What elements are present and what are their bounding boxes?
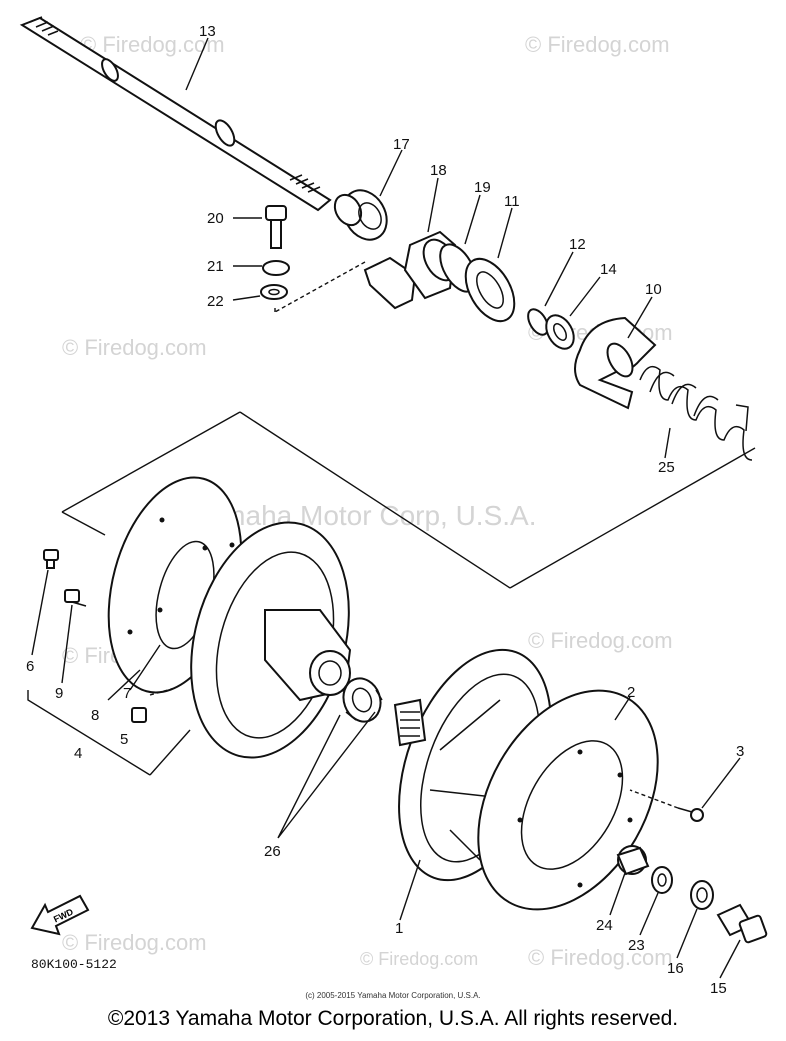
collar-24 bbox=[616, 845, 650, 876]
callout-7: 7 bbox=[123, 685, 131, 702]
watermark: © Firedog.com bbox=[360, 949, 478, 969]
watermark: © Firedog.com bbox=[528, 945, 673, 970]
fwd-arrow-icon: FWD bbox=[30, 894, 90, 936]
watermark: © Firedog.com bbox=[80, 32, 225, 57]
callout-10: 10 bbox=[645, 281, 662, 298]
spring-25 bbox=[639, 365, 753, 461]
callout-8: 8 bbox=[91, 707, 99, 724]
callout-12: 12 bbox=[569, 236, 586, 253]
screw-3 bbox=[677, 807, 704, 822]
callout-3: 3 bbox=[736, 743, 744, 760]
watermark: © Firedog.com bbox=[525, 32, 670, 57]
callout-21: 21 bbox=[207, 258, 224, 275]
washer-23 bbox=[651, 866, 673, 894]
callout-16: 16 bbox=[667, 960, 684, 977]
washer-11 bbox=[464, 257, 516, 323]
washer-22 bbox=[260, 284, 288, 300]
watermark: © Firedog.com bbox=[62, 930, 207, 955]
watermark-yamaha: Yamaha Motor Corp, U.S.A. bbox=[190, 500, 537, 531]
callout-1: 1 bbox=[395, 920, 403, 937]
callout-20: 20 bbox=[207, 210, 224, 227]
watermark: © Firedog.com bbox=[62, 335, 207, 360]
nut-9 bbox=[64, 589, 87, 607]
callout-25: 25 bbox=[658, 459, 675, 476]
plate-2 bbox=[477, 689, 659, 911]
callout-6: 6 bbox=[26, 658, 34, 675]
callout-4: 4 bbox=[74, 745, 82, 762]
callout-9: 9 bbox=[55, 685, 63, 702]
copyright-footer: ©2013 Yamaha Motor Corporation, U.S.A. A… bbox=[107, 1007, 679, 1030]
bearing-17 bbox=[333, 189, 388, 241]
fine-print: (c) 2005-2015 Yamaha Motor Corporation, … bbox=[305, 991, 481, 1000]
callout-19: 19 bbox=[474, 179, 491, 196]
clip-12 bbox=[527, 308, 549, 336]
callout-labels: 13 17 18 19 11 12 14 10 20 21 22 25 6 9 … bbox=[26, 23, 744, 997]
callout-18: 18 bbox=[430, 162, 447, 179]
callout-2: 2 bbox=[627, 684, 635, 701]
callout-5: 5 bbox=[120, 731, 128, 748]
part-code: 80K100-5122 bbox=[31, 957, 117, 972]
callout-17: 17 bbox=[393, 136, 410, 153]
bolt-6 bbox=[43, 549, 59, 569]
callout-11: 11 bbox=[504, 193, 520, 210]
bushing-26 bbox=[342, 677, 383, 723]
watermark: © Firedog.com bbox=[528, 628, 673, 653]
callout-13: 13 bbox=[199, 23, 216, 40]
shaft-13 bbox=[19, 16, 332, 212]
callout-15: 15 bbox=[710, 980, 727, 997]
bolt-15 bbox=[716, 903, 768, 944]
washer-14 bbox=[545, 314, 575, 350]
callout-23: 23 bbox=[628, 937, 645, 954]
callout-24: 24 bbox=[596, 917, 613, 934]
nut-5 bbox=[131, 707, 147, 723]
callout-26: 26 bbox=[264, 843, 281, 860]
callout-22: 22 bbox=[207, 293, 224, 310]
bolt-20 bbox=[265, 205, 287, 249]
cam-10 bbox=[574, 316, 657, 410]
callout-14: 14 bbox=[600, 261, 617, 278]
washer-16 bbox=[690, 880, 714, 910]
washer-21 bbox=[262, 260, 290, 276]
